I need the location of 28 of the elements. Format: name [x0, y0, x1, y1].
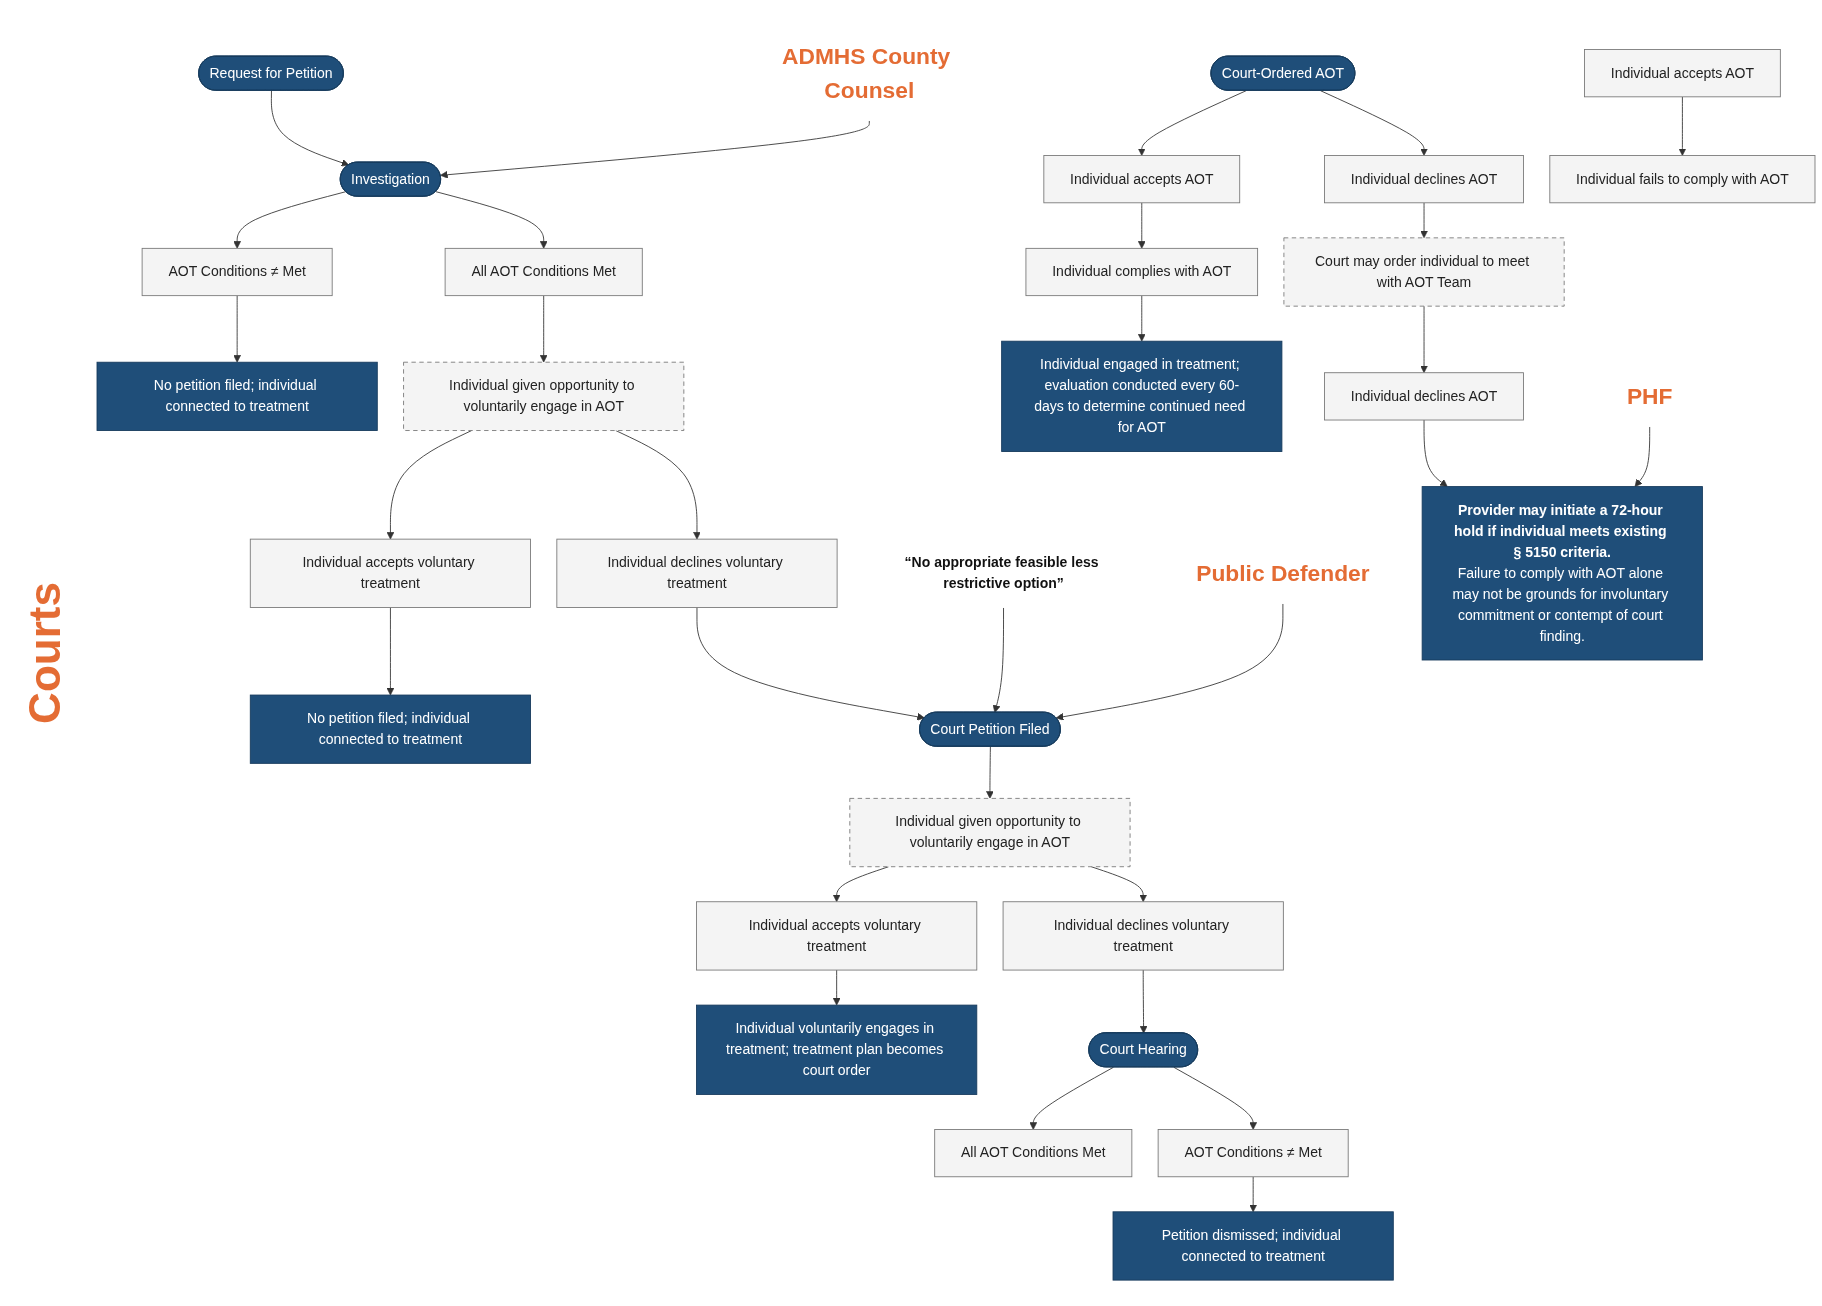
- node-box: Individual given opportunity to voluntarily engage in AOT: [849, 797, 1131, 868]
- node-box: No petition filed; individual connected to treatment: [249, 694, 531, 764]
- node-box: Individual voluntarily engages in treatment; treatment plan becomes court order: [696, 1004, 978, 1095]
- node-box: Provider may initiate a 72-hour hold if individual meets existing § 5150 criteria. Failure to comply with AOT alone may not be grounds for involuntary commitment or contempt of court finding.: [1421, 486, 1703, 661]
- node-text: Public Defender: [1196, 559, 1370, 586]
- node-box: Individual accepts voluntary treatment: [696, 901, 978, 971]
- node-box: Individual given opportunity to voluntarily engage in AOT: [403, 361, 685, 431]
- node-box: Individual declines voluntary treatment: [1002, 901, 1284, 971]
- node-box: Individual accepts AOT: [1043, 155, 1241, 204]
- node-box: AOT Conditions ≠ Met: [141, 247, 333, 297]
- node-box: Court may order individual to meet with AOT Team: [1283, 237, 1565, 307]
- node-text: PHF: [1626, 382, 1673, 410]
- node-text: “No appropriate feasible less restrictive option”: [904, 554, 1099, 591]
- node-box: Individual accepts AOT: [1584, 49, 1781, 98]
- node-box: Individual fails to comply with AOT: [1549, 155, 1816, 204]
- node-box: AOT Conditions ≠ Met: [1157, 1129, 1349, 1178]
- node-box: Individual declines voluntary treatment: [556, 538, 838, 608]
- node-box: Individual declines AOT: [1324, 372, 1524, 421]
- node-box: Individual declines AOT: [1324, 155, 1524, 204]
- node-box: All AOT Conditions Met: [444, 247, 643, 297]
- node-box: No petition filed; individual connected to treatment: [96, 361, 378, 431]
- node-box: Petition dismissed; individual connected to treatment: [1112, 1211, 1394, 1281]
- node-box: Individual complies with AOT: [1025, 247, 1259, 297]
- node-box: All AOT Conditions Met: [934, 1129, 1133, 1178]
- node-text: ADMHS County Counsel: [782, 42, 951, 103]
- group-label: Courts: [20, 582, 70, 724]
- node-box: Individual engaged in treatment; evaluation conducted every 60-days to determine continued need for AOT: [1001, 340, 1283, 452]
- node-box: Individual accepts voluntary treatment: [249, 538, 531, 608]
